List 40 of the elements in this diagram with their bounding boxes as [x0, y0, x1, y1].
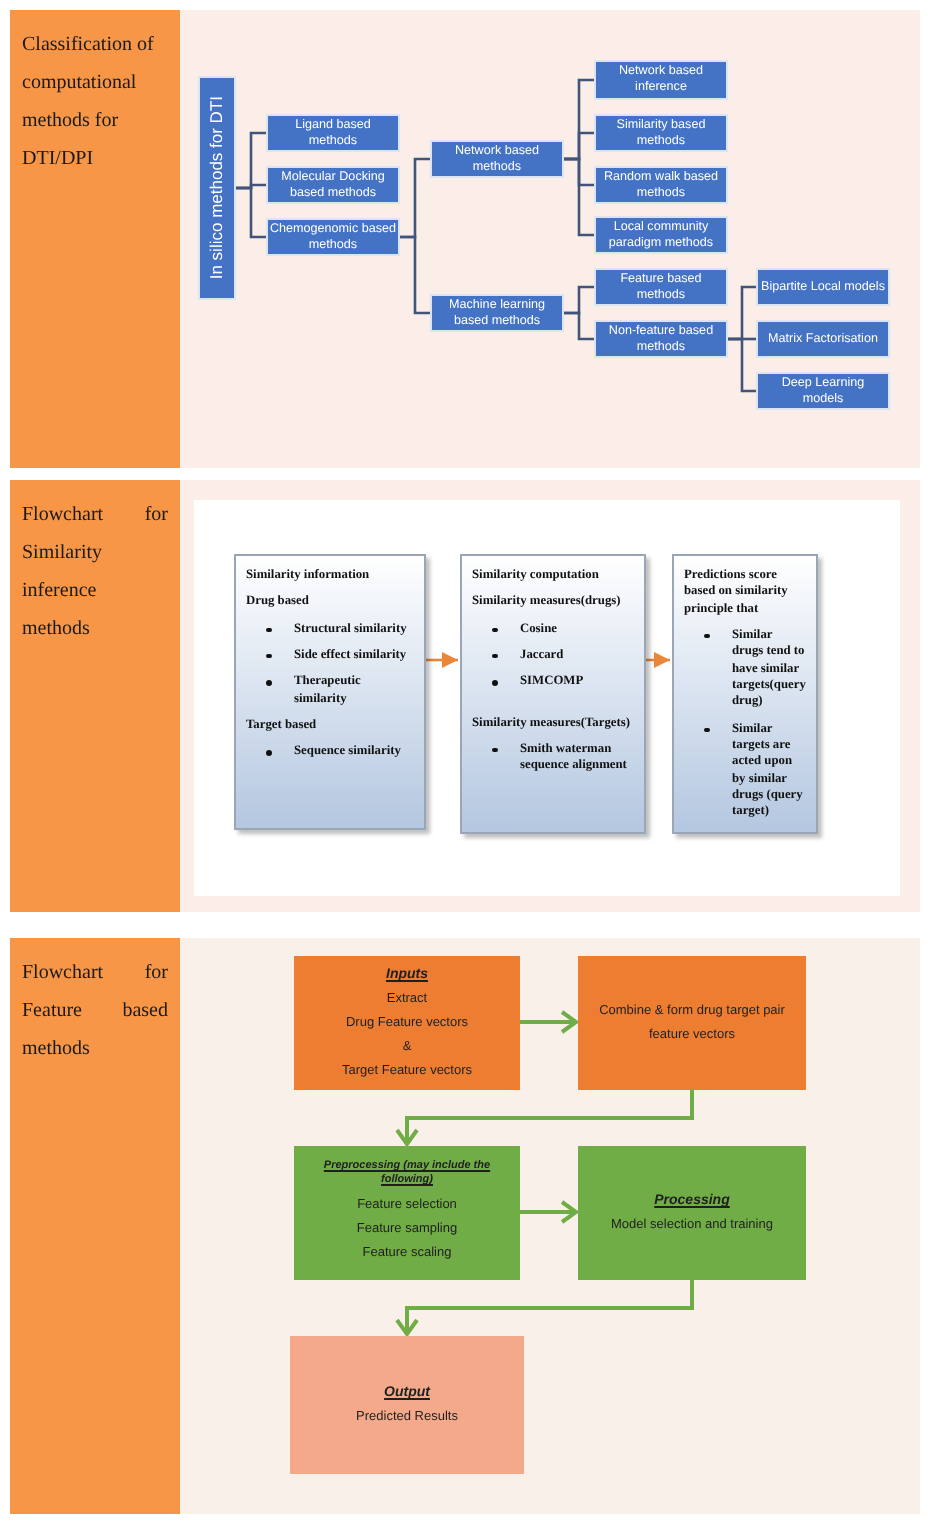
connector-line — [728, 337, 756, 393]
arrow — [426, 652, 458, 668]
method-box — [594, 166, 728, 204]
connector-line — [564, 157, 594, 237]
method-box — [756, 320, 890, 358]
section-label-cell — [10, 10, 180, 468]
section-label-cell — [10, 480, 180, 912]
arrow — [520, 1200, 578, 1224]
method-box — [266, 166, 400, 204]
method-box — [594, 320, 728, 358]
method-box — [430, 140, 564, 178]
arrow — [395, 1280, 694, 1336]
process-box — [578, 956, 806, 1090]
method-box — [594, 60, 728, 100]
method-box — [594, 114, 728, 152]
method-box — [198, 76, 236, 300]
arrow — [395, 1090, 694, 1146]
connector-line — [400, 235, 430, 315]
method-box — [594, 216, 728, 254]
section-title: Flowchart for Similarity inference methods — [22, 502, 168, 644]
arrow — [520, 1010, 578, 1034]
process-box — [290, 1336, 524, 1474]
section-label-cell — [10, 938, 180, 1514]
flowchart-box — [234, 554, 426, 830]
flowchart-box — [672, 554, 818, 834]
connector-line — [236, 186, 266, 239]
process-box — [578, 1146, 806, 1280]
method-box — [266, 114, 400, 152]
method-box — [594, 268, 728, 306]
method-box — [756, 372, 890, 410]
process-box — [294, 1146, 520, 1280]
section-title: Flowchart for Feature based methods — [22, 960, 168, 1064]
arrow — [646, 652, 670, 668]
section-title: Classification of computational methods for DTI/DPI — [22, 32, 156, 174]
method-label: In silico methods for DTI — [208, 96, 226, 280]
process-box — [294, 956, 520, 1090]
method-box — [430, 294, 564, 332]
connector-line — [564, 311, 594, 341]
flowchart-box — [460, 554, 646, 834]
method-box — [756, 268, 890, 306]
